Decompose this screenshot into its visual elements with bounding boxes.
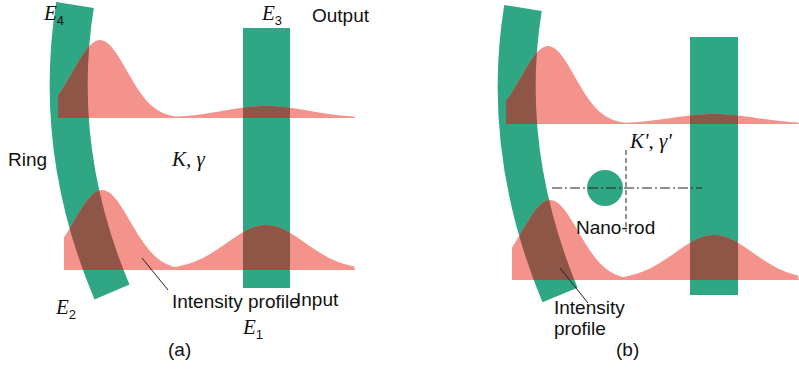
leader-line xyxy=(142,258,168,290)
coupling-symbol: K, γ xyxy=(172,148,205,171)
intensity-overlap xyxy=(58,40,799,280)
port-label: E3 xyxy=(262,2,282,28)
axis-line xyxy=(552,188,702,189)
text-label: (b) xyxy=(616,340,639,361)
text-label: Output xyxy=(312,6,369,27)
coupling-symbol: K', γ' xyxy=(630,130,672,153)
intensity-profile xyxy=(512,200,799,280)
guides xyxy=(142,150,702,303)
text-label: Ring xyxy=(8,150,47,171)
port-label: E1 xyxy=(243,316,263,342)
waveguides xyxy=(69,5,738,295)
text-label: Nano-rod xyxy=(576,218,655,239)
intensity-overlap xyxy=(58,40,355,118)
text-label: (a) xyxy=(168,340,191,361)
intensity-profile xyxy=(506,46,799,124)
intensity-profiles xyxy=(58,40,799,280)
text-label: Intensity profile xyxy=(554,298,644,340)
intensity-profile xyxy=(64,190,355,270)
text-label: Input xyxy=(296,290,338,311)
intensity-overlap xyxy=(64,190,355,270)
text-label: Intensity profile xyxy=(172,292,300,313)
intensity-profile xyxy=(58,40,355,118)
port-label: E2 xyxy=(56,296,76,322)
intensity-overlap xyxy=(512,200,799,280)
intensity-overlap xyxy=(506,46,799,124)
port-label: E4 xyxy=(44,2,64,28)
